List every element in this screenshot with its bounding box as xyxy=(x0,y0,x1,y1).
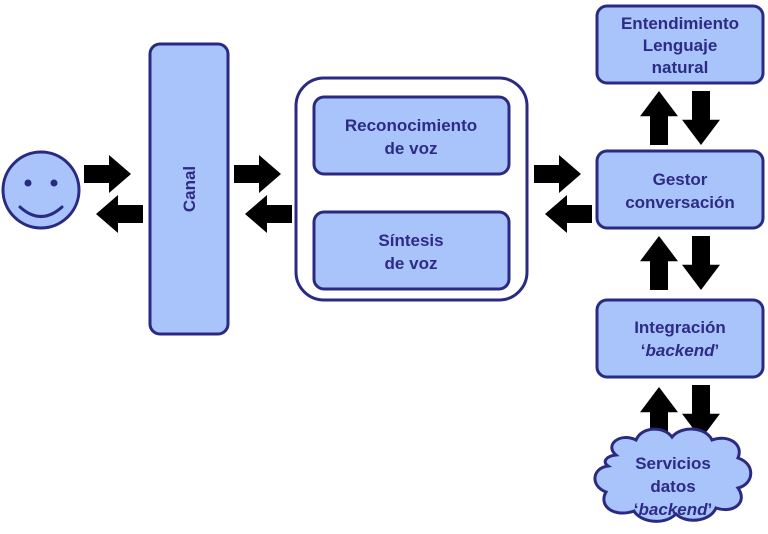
servicios-line2: datos xyxy=(650,477,695,496)
arrow-right-icon xyxy=(534,155,581,193)
entendimiento-line1: Entendimiento xyxy=(621,14,739,33)
reconocimiento-line2: de voz xyxy=(385,139,438,158)
cloud-icon xyxy=(593,427,753,523)
arrow-left-icon xyxy=(96,195,143,233)
arrow-up-icon xyxy=(640,235,678,290)
arrow-left-icon xyxy=(245,195,292,233)
integracion-line1: Integración xyxy=(634,318,726,337)
reconocimiento-box: Reconocimiento de voz xyxy=(312,95,511,176)
sintesis-line2: de voz xyxy=(385,254,438,273)
arrow-right-icon xyxy=(234,155,281,193)
arrow-right-icon xyxy=(84,155,131,193)
servicios-line3: ‘backend’ xyxy=(634,500,712,519)
gestor-box: Gestor conversación xyxy=(595,149,765,230)
servicios-line1: Servicios xyxy=(635,454,711,473)
servicios-cloud: Servicios datos ‘backend’ xyxy=(593,427,753,523)
arrow-down-icon xyxy=(682,91,720,146)
gestor-line1: Gestor xyxy=(653,170,708,189)
arrow-left-icon xyxy=(545,195,592,233)
arrow-up-icon xyxy=(640,90,678,145)
entendimiento-line3: natural xyxy=(652,58,709,77)
entendimiento-line2: Lenguaje xyxy=(643,36,718,55)
entendimiento-box: Entendimiento Lenguaje natural xyxy=(595,4,765,85)
canal-box: Canal xyxy=(148,42,230,336)
gestor-line2: conversación xyxy=(625,193,735,212)
sintesis-box: Síntesis de voz xyxy=(312,210,511,291)
canal-label: Canal xyxy=(180,166,199,212)
integracion-box: Integración ‘backend’ xyxy=(595,298,765,379)
integracion-line2: ‘backend’ xyxy=(641,341,719,360)
arrow-down-icon xyxy=(682,236,720,291)
user-face-icon xyxy=(1,150,81,230)
sintesis-line1: Síntesis xyxy=(378,231,443,250)
reconocimiento-line1: Reconocimiento xyxy=(345,116,477,135)
